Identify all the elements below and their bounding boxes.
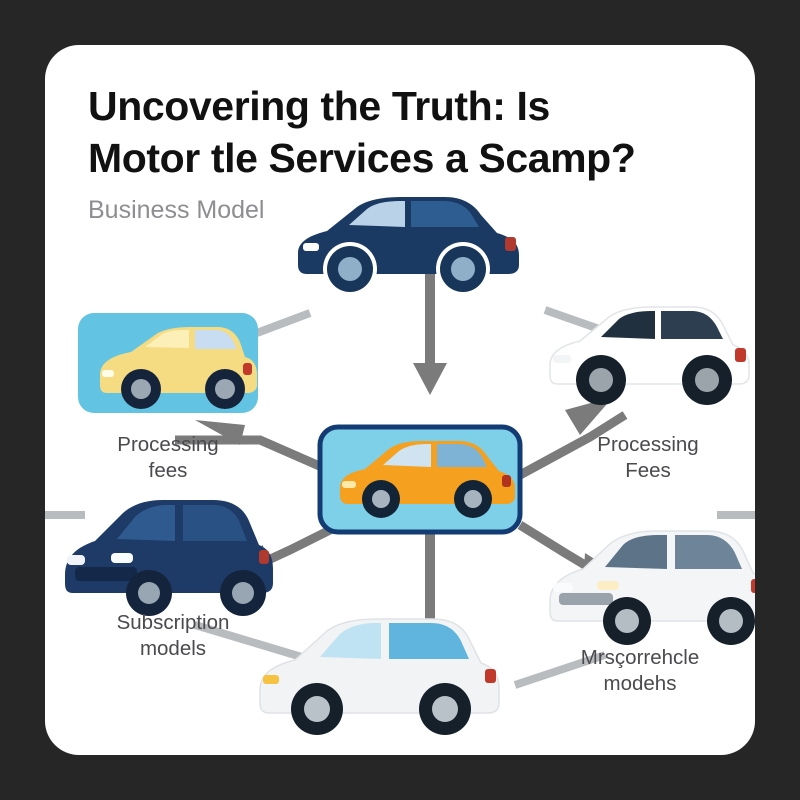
white-sedan-grille bbox=[559, 593, 613, 605]
node-bottom-right[interactable] bbox=[549, 530, 755, 645]
navy-suv-grille bbox=[75, 567, 137, 581]
page-title: Uncovering the Truth: Is Motor tle Servi… bbox=[88, 83, 636, 182]
white-sedan-window-rear bbox=[675, 535, 742, 569]
arrow-center-to-top-left bbox=[175, 435, 342, 480]
node-mid-left[interactable] bbox=[65, 500, 273, 616]
infographic-card: Uncovering the Truth: Is Motor tle Servi… bbox=[45, 45, 755, 755]
white-side-taillight bbox=[485, 669, 496, 683]
white-sedan-window-front bbox=[605, 535, 667, 569]
node-top-right[interactable] bbox=[549, 306, 750, 405]
arrowhead-top-center-down bbox=[413, 363, 447, 395]
navy-car-window-rear bbox=[411, 201, 479, 227]
navy-suv-taillight bbox=[259, 550, 269, 564]
yellow-car-headlight bbox=[102, 370, 114, 377]
white-hatch-window-front bbox=[601, 311, 655, 339]
white-hatch-taillight bbox=[735, 348, 746, 362]
navy-suv-headlight-right bbox=[111, 553, 133, 563]
connector-bottomcenter-bottomright bbox=[513, 651, 607, 689]
white-hatchback-side-icon bbox=[259, 618, 500, 735]
navy-car-headlight bbox=[303, 243, 319, 251]
white-sedan-hub-rear bbox=[719, 609, 743, 633]
white-sedan-icon bbox=[549, 530, 755, 645]
white-sedan-headlight-right bbox=[597, 581, 619, 590]
yellow-car-taillight bbox=[243, 363, 252, 375]
white-hatchback-icon bbox=[549, 306, 750, 405]
yellow-car-hub-rear bbox=[215, 379, 235, 399]
navy-suv-hub-front bbox=[138, 582, 160, 604]
navy-suv-hub-rear bbox=[232, 582, 254, 604]
white-sedan-hub-front bbox=[615, 609, 639, 633]
orange-sedan-icon bbox=[340, 441, 515, 518]
navy-car-hub-rear bbox=[451, 257, 475, 281]
orange-car-window-rear bbox=[437, 444, 487, 467]
yellow-car-window-rear bbox=[195, 330, 237, 349]
white-hatch-hub-rear bbox=[695, 368, 719, 392]
navy-suv-headlight-left bbox=[67, 555, 85, 565]
white-side-hub-front bbox=[304, 696, 330, 722]
navy-sedan-icon bbox=[298, 197, 519, 296]
navy-suv-window-rear bbox=[183, 505, 247, 541]
node-center[interactable] bbox=[317, 424, 523, 535]
arrow-center-to-top-right bbox=[517, 411, 628, 479]
orange-car-headlight bbox=[342, 481, 356, 488]
white-sedan-taillight bbox=[751, 579, 755, 593]
arrowhead-top-left bbox=[195, 420, 245, 445]
yellow-hatchback-icon bbox=[100, 327, 257, 409]
orange-car-window-front bbox=[383, 444, 431, 467]
orange-car-taillight bbox=[502, 475, 511, 487]
node-top-left[interactable] bbox=[78, 313, 258, 413]
arrowhead-top-right bbox=[565, 397, 613, 435]
white-side-headlight bbox=[263, 675, 279, 684]
white-side-hub-rear bbox=[432, 696, 458, 722]
white-side-window-rear bbox=[389, 623, 469, 659]
white-hatch-window-rear bbox=[661, 311, 723, 339]
yellow-car-hub-front bbox=[131, 379, 151, 399]
node-top-center[interactable] bbox=[298, 197, 519, 296]
business-model-diagram bbox=[45, 197, 755, 735]
orange-car-hub-front bbox=[372, 490, 390, 508]
node-bottom-center[interactable] bbox=[259, 618, 500, 735]
white-hatch-hub-front bbox=[589, 368, 613, 392]
header-block: Uncovering the Truth: Is Motor tle Servi… bbox=[88, 80, 728, 224]
white-hatch-headlight bbox=[553, 355, 571, 363]
orange-car-hub-rear bbox=[464, 490, 482, 508]
white-side-window-front bbox=[320, 623, 381, 659]
navy-suv-window-front bbox=[117, 505, 175, 541]
white-sedan-headlight-left bbox=[553, 583, 573, 592]
navy-car-taillight bbox=[505, 237, 516, 251]
yellow-car-window-front bbox=[145, 330, 189, 348]
navy-suv-icon bbox=[65, 500, 273, 616]
navy-car-hub-front bbox=[338, 257, 362, 281]
page-subtitle: Business Model bbox=[88, 195, 265, 224]
navy-car-window-front bbox=[349, 201, 405, 227]
diagram-stage: Processing fees Processing Fees Subscrip… bbox=[45, 45, 755, 755]
